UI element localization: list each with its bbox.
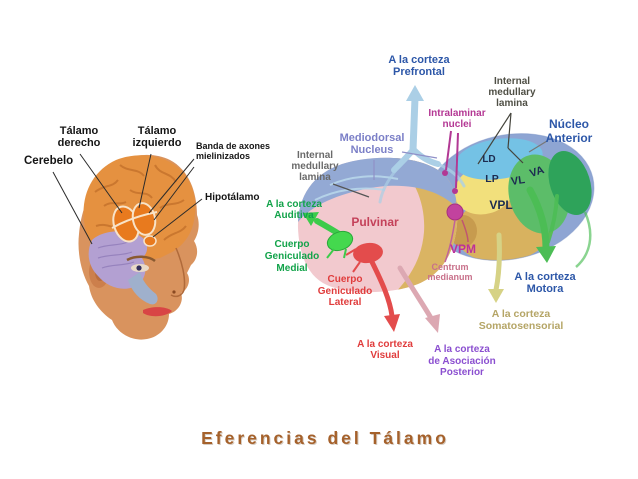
label-corteza-somatosensorial: A la corteza Somatosensorial bbox=[478, 308, 564, 332]
auditiva-arrowhead bbox=[303, 212, 319, 226]
label-intralaminar-nuclei: Intralaminar nuclei bbox=[428, 108, 486, 130]
mgb-stem2 bbox=[343, 248, 347, 259]
label-talamo-derecho: Tálamo derecho bbox=[57, 125, 101, 150]
brainstem bbox=[128, 272, 158, 305]
label-cuerpo-geniculado-lateral: Cuerpo Geniculado Lateral bbox=[317, 274, 373, 308]
label-vpm: VPM bbox=[449, 242, 477, 256]
label-pulvinar: Pulvinar bbox=[351, 215, 399, 229]
head-illustration bbox=[52, 153, 203, 340]
thalamus-left-body bbox=[131, 202, 157, 236]
head-pointer-lines bbox=[52, 153, 203, 245]
label-centrum-medianum: Centrum medianum bbox=[427, 262, 473, 282]
asociacion-arrow bbox=[397, 265, 434, 321]
region-va bbox=[548, 151, 592, 215]
diagram-pointer-lines bbox=[332, 112, 548, 198]
label-corteza-asociacion-posterior: A la corteza de Asociación Posterior bbox=[428, 344, 496, 378]
myelin-band bbox=[111, 211, 158, 229]
pupil bbox=[136, 265, 142, 271]
medial-geniculate-body bbox=[326, 230, 354, 252]
label-corteza-visual: A la corteza Visual bbox=[357, 339, 413, 361]
mgb-stem1 bbox=[326, 248, 335, 259]
motora-arrowhead bbox=[536, 246, 556, 263]
eyebrow bbox=[126, 255, 156, 263]
label-banda-axones: Banda de axones mielinizados bbox=[196, 141, 271, 162]
nostril bbox=[172, 290, 176, 294]
label-cerebelo: Cerebelo bbox=[24, 155, 74, 167]
cerebellum bbox=[88, 231, 148, 289]
label-ld: LD bbox=[482, 154, 496, 165]
prefrontal-arrow bbox=[378, 94, 466, 204]
lips bbox=[143, 307, 172, 317]
somatosensorial-arrowhead bbox=[488, 289, 504, 303]
region-mediodorsal bbox=[297, 157, 457, 222]
motora-arrow bbox=[526, 186, 559, 252]
lgb-stem1 bbox=[345, 248, 357, 256]
label-vl: VL bbox=[510, 174, 526, 188]
label-vpl: VPL bbox=[489, 198, 513, 212]
lateral-geniculate-body bbox=[353, 242, 383, 264]
somatosensorial-arrow bbox=[493, 232, 502, 293]
cerebellum-folia bbox=[97, 241, 135, 269]
page-title: Eferencias del Tálamo bbox=[201, 428, 449, 448]
intralaminar-structures bbox=[442, 130, 469, 263]
label-lp: LP bbox=[485, 173, 499, 185]
label-talamo-izquierdo: Tálamo izquierdo bbox=[132, 125, 182, 150]
centrum-medianum-body bbox=[446, 203, 464, 221]
brain-gyri bbox=[94, 164, 187, 241]
label-corteza-motora: A la corteza Motora bbox=[514, 271, 576, 296]
label-corteza-prefrontal: A la corteza Prefrontal bbox=[388, 54, 450, 79]
green-fiber-sweep bbox=[575, 211, 592, 268]
label-internal-medullary-lamina-left: Internal medullary lamina bbox=[291, 150, 339, 183]
asociacion-arrowhead bbox=[425, 314, 440, 333]
label-corteza-auditiva: A la corteza Auditiva bbox=[266, 199, 322, 221]
visual-arrowhead bbox=[384, 314, 400, 332]
lgb-stem2 bbox=[352, 261, 361, 273]
hypothalamus-body bbox=[143, 235, 157, 247]
nose bbox=[170, 247, 186, 298]
visual-arrow bbox=[369, 259, 395, 319]
label-mediodorsal-nucleus: Mediodorsal Nucleus bbox=[339, 132, 405, 157]
prefrontal-arrowhead bbox=[406, 85, 424, 101]
label-hipotalamo: Hipotálamo bbox=[205, 192, 260, 203]
label-nucleo-anterior: Núcleo Anterior bbox=[545, 117, 593, 146]
label-internal-medullary-lamina-right: Internal medullary lamina bbox=[488, 76, 536, 109]
label-cuerpo-geniculado-medial: Cuerpo Geniculado Medial bbox=[264, 239, 320, 274]
